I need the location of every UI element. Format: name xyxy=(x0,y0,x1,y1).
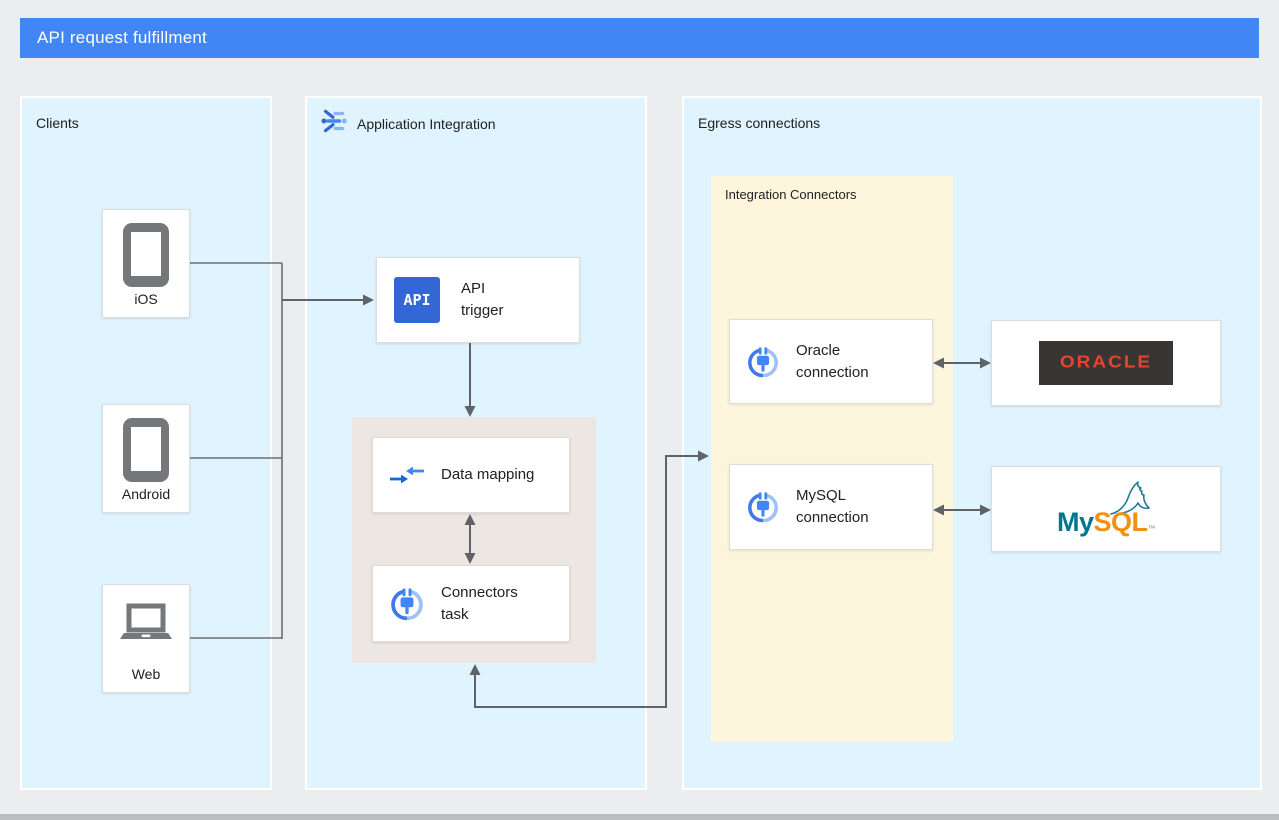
title-banner: API request fulfillment xyxy=(20,18,1259,58)
data-mapping-label: Data mapping xyxy=(441,466,535,483)
api-trigger-label: API trigger xyxy=(461,280,504,319)
oracle-logo-text: ORACLE xyxy=(1059,352,1153,373)
mysql-dolphin-icon xyxy=(1110,481,1150,515)
integration-connectors-title: Integration Connectors xyxy=(725,187,857,202)
client-label: Web xyxy=(131,666,161,682)
application-integration-icon xyxy=(321,109,347,133)
application-integration-panel: Application Integration API API trigger … xyxy=(305,96,647,790)
connector-plug-icon xyxy=(748,346,778,377)
client-card-web: Web xyxy=(102,584,190,693)
client-label: Android xyxy=(121,486,171,502)
application-integration-title: Application Integration xyxy=(357,116,496,132)
oracle-connection-label: Oracle connection xyxy=(796,341,869,381)
client-card-android: Android xyxy=(102,404,190,513)
clients-panel-title: Clients xyxy=(36,115,79,131)
oracle-logo: ORACLE xyxy=(1039,341,1173,385)
connector-plug-icon xyxy=(748,492,778,523)
egress-connections-panel: Egress connections Integration Connector… xyxy=(682,96,1262,790)
smartphone-icon xyxy=(123,223,169,287)
integration-flow-subpanel: Data mapping Connectors task xyxy=(352,417,596,663)
integration-connectors-panel: Integration Connectors Oracle connection xyxy=(711,176,953,742)
client-card-ios: iOS xyxy=(102,209,190,318)
oracle-database-card: ORACLE xyxy=(991,320,1221,406)
mysql-wordmark: MySQL™ xyxy=(1056,507,1156,537)
merge-arrows-icon xyxy=(390,466,424,484)
diagram-title: API request fulfillment xyxy=(37,28,207,47)
clients-panel: Clients iOS Android Web xyxy=(20,96,272,790)
connectors-task-card: Connectors task xyxy=(372,565,570,642)
api-trigger-icon: API xyxy=(394,277,440,323)
api-trigger-card: API API trigger xyxy=(376,257,580,343)
connector-plug-icon xyxy=(391,587,423,620)
mysql-database-card: MySQL™ xyxy=(991,466,1221,552)
window-bottom-edge xyxy=(0,814,1279,820)
smartphone-icon xyxy=(123,418,169,482)
mysql-connection-card: MySQL connection xyxy=(729,464,933,550)
laptop-icon xyxy=(120,603,172,639)
egress-panel-title: Egress connections xyxy=(698,115,821,131)
api-badge-text: API xyxy=(403,291,431,309)
connectors-task-label: Connectors task xyxy=(441,583,518,623)
mysql-connection-label: MySQL connection xyxy=(796,487,869,526)
data-mapping-card: Data mapping xyxy=(372,437,570,513)
oracle-connection-card: Oracle connection xyxy=(729,319,933,404)
client-label: iOS xyxy=(134,291,158,307)
mysql-logo: MySQL™ xyxy=(1041,474,1171,544)
